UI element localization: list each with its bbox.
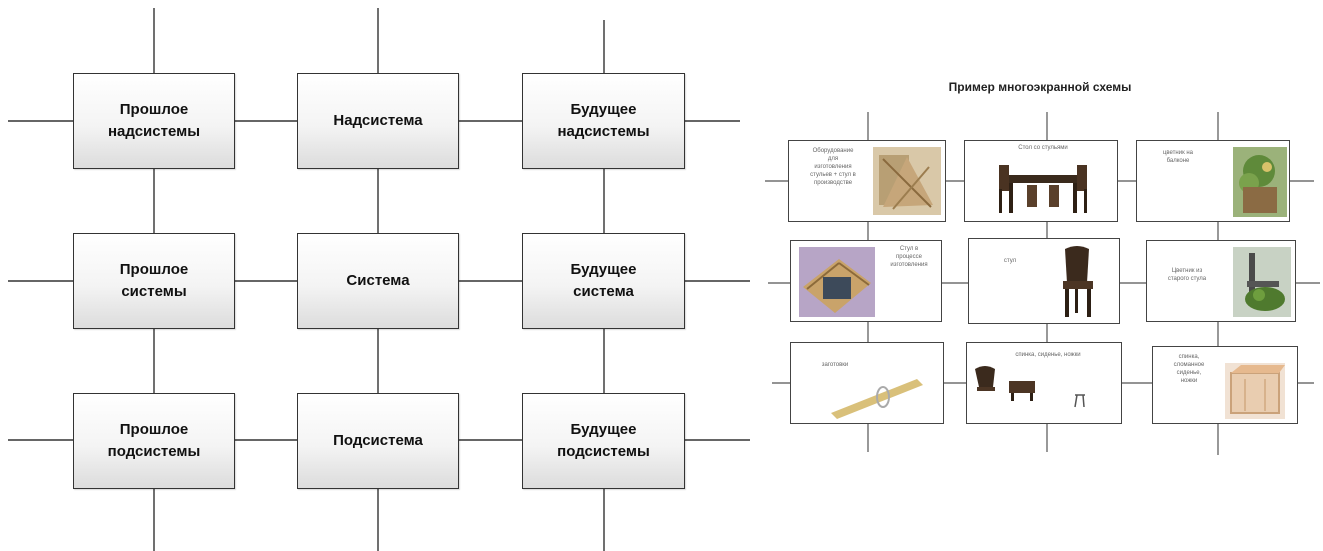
- box-future-subsystem: Будущее подсистемы: [522, 393, 685, 489]
- box-label: Прошлое подсистемы: [107, 421, 201, 460]
- example-card-future-subsystem: спинка, сломанное сиденье, ножки: [1152, 346, 1298, 424]
- example-card-future-system: Цветник из старого стула: [1146, 240, 1296, 322]
- card-caption: Оборудование для изготовления стульев + …: [810, 148, 856, 186]
- box-label: Прошлое системы: [119, 261, 189, 300]
- card-caption: заготовки: [821, 362, 849, 368]
- card-caption: цветник на балконе: [1162, 150, 1194, 164]
- box-future-supersystem: Будущее надсистемы: [522, 73, 685, 169]
- box-label: Будущее система: [570, 261, 637, 300]
- box-system: Система: [297, 233, 459, 329]
- card-caption: Цветник из старого стула: [1167, 268, 1207, 282]
- workshop-photo-icon: [873, 147, 941, 215]
- box-supersystem: Надсистема: [297, 73, 459, 169]
- box-subsystem: Подсистема: [297, 393, 459, 489]
- box-label: Надсистема: [333, 112, 423, 129]
- box-past-subsystem: Прошлое подсистемы: [73, 393, 235, 489]
- chair-parts-icon: [975, 366, 1085, 408]
- card-caption: Стол со стульями: [1018, 145, 1068, 151]
- box-future-system: Будущее система: [522, 233, 685, 329]
- card-caption: спинка, сломанное сиденье, ножки: [1173, 354, 1205, 384]
- box-past-system: Прошлое системы: [73, 233, 235, 329]
- example-title: Пример многоэкранной схемы: [948, 80, 1132, 94]
- card-caption: Стул в процессе изготовления: [890, 246, 928, 268]
- broken-seat-box-icon: [1225, 363, 1285, 419]
- balcony-flowerbed-photo-icon: [1233, 147, 1287, 217]
- example-card-past-system: Стул в процессе изготовления: [790, 240, 942, 322]
- box-label: Подсистема: [333, 432, 423, 449]
- box-label: Будущее надсистемы: [557, 101, 650, 140]
- example-card-past-supersystem: Оборудование для изготовления стульев + …: [788, 140, 946, 222]
- box-label: Будущее подсистемы: [557, 421, 650, 460]
- chair-icon: [1063, 246, 1093, 317]
- card-caption: спинка, сиденье, ножки: [1015, 352, 1081, 358]
- example-card-supersystem: Стол со стульями: [964, 140, 1118, 222]
- box-label: Система: [346, 272, 410, 289]
- chair-planter-photo-icon: [1233, 247, 1291, 317]
- example-card-future-supersystem: цветник на балконе: [1136, 140, 1290, 222]
- example-card-system: стул: [968, 238, 1120, 324]
- wooden-blanks-icon: [831, 379, 923, 419]
- table-with-chairs-icon: [999, 165, 1087, 213]
- chair-in-progress-photo-icon: [799, 247, 875, 317]
- example-card-subsystem: спинка, сиденье, ножки: [966, 342, 1122, 424]
- box-label: Прошлое надсистемы: [107, 101, 201, 140]
- card-caption: стул: [1003, 258, 1017, 264]
- example-card-past-subsystem: заготовки: [790, 342, 944, 424]
- box-past-supersystem: Прошлое надсистемы: [73, 73, 235, 169]
